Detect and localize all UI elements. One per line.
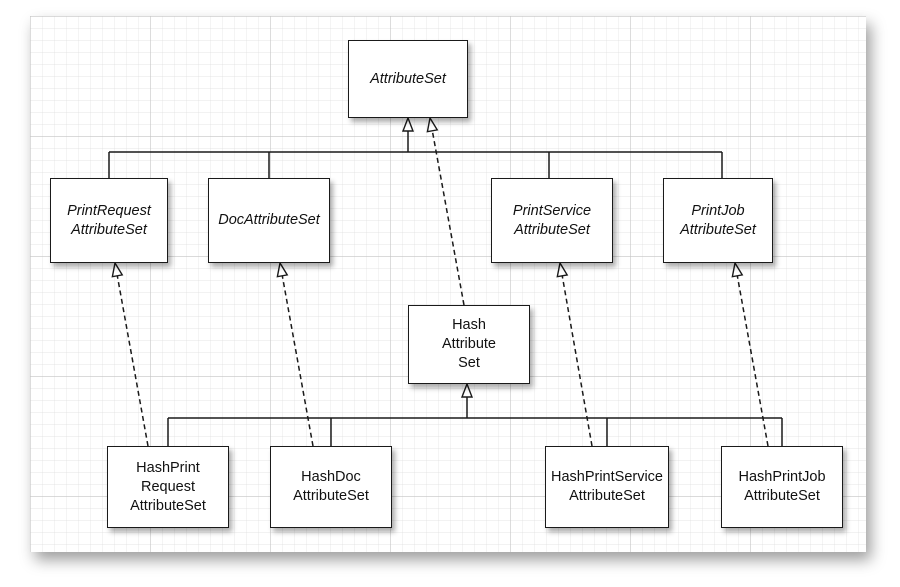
node-hash-print-job-attribute-set: HashPrintJob AttributeSet: [721, 446, 843, 528]
node-print-request-attribute-set: PrintRequest AttributeSet: [50, 178, 168, 263]
node-hash-print-job-attribute-set-label: HashPrintJob AttributeSet: [738, 469, 826, 504]
node-hash-attribute-set: Hash Attribute Set: [408, 305, 530, 384]
node-hash-doc-attribute-set-label: HashDoc AttributeSet: [293, 469, 369, 504]
node-hash-print-service-attribute-set: HashPrintService AttributeSet: [545, 446, 669, 528]
node-attribute-set-label: AttributeSet: [370, 70, 446, 87]
node-hash-attribute-set-label: Hash Attribute Set: [442, 317, 496, 371]
line-dashed-implements-service: [561, 275, 593, 447]
arrowhead-implements-attribute-set: [426, 116, 439, 133]
diagram-sheet: AttributeSet PrintRequest AttributeSet D…: [30, 16, 866, 552]
node-doc-attribute-set-label: DocAttributeSet: [218, 212, 320, 228]
node-print-request-attribute-set-label: PrintRequest AttributeSet: [67, 202, 151, 238]
line-dashed-implements-job: [736, 275, 769, 447]
node-print-job-attribute-set-label: PrintJob AttributeSet: [680, 202, 756, 238]
relationship-lines: [108, 116, 783, 447]
node-attribute-set: AttributeSet: [348, 40, 468, 118]
node-print-job-attribute-set: PrintJob AttributeSet: [663, 178, 773, 263]
node-hash-doc-attribute-set: HashDoc AttributeSet: [270, 446, 392, 528]
node-hash-print-request-attribute-set: HashPrint Request AttributeSet: [107, 446, 229, 528]
node-hash-print-request-attribute-set-label: HashPrint Request AttributeSet: [130, 459, 206, 514]
arrowhead-implements-job: [731, 261, 744, 278]
line-dashed-implements-request: [116, 275, 149, 447]
node-print-service-attribute-set-label: PrintService AttributeSet: [512, 202, 592, 238]
node-print-service-attribute-set: PrintService AttributeSet: [491, 178, 613, 263]
node-hash-print-service-attribute-set-label: HashPrintService AttributeSet: [550, 469, 663, 504]
line-dashed-implements-doc: [281, 275, 314, 447]
node-doc-attribute-set: DocAttributeSet: [208, 178, 330, 263]
line-dashed-hash-to-attribute-set: [431, 130, 465, 306]
